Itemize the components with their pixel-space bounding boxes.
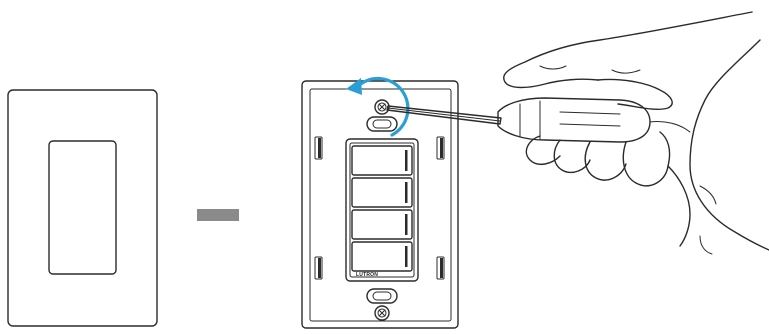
- wallplate-icon: [7, 89, 158, 327]
- hand-icon: [503, 11, 769, 255]
- top-screw-icon: [374, 99, 390, 115]
- switch-adapter-icon: LUTRON: [301, 80, 459, 329]
- rotate-counterclockwise-arrow-icon: [346, 76, 410, 137]
- brand-label: LUTRON: [356, 272, 378, 278]
- screwdriver-icon: [386, 97, 651, 143]
- minus-sign-icon: [197, 209, 239, 221]
- bottom-screw-icon: [374, 305, 390, 321]
